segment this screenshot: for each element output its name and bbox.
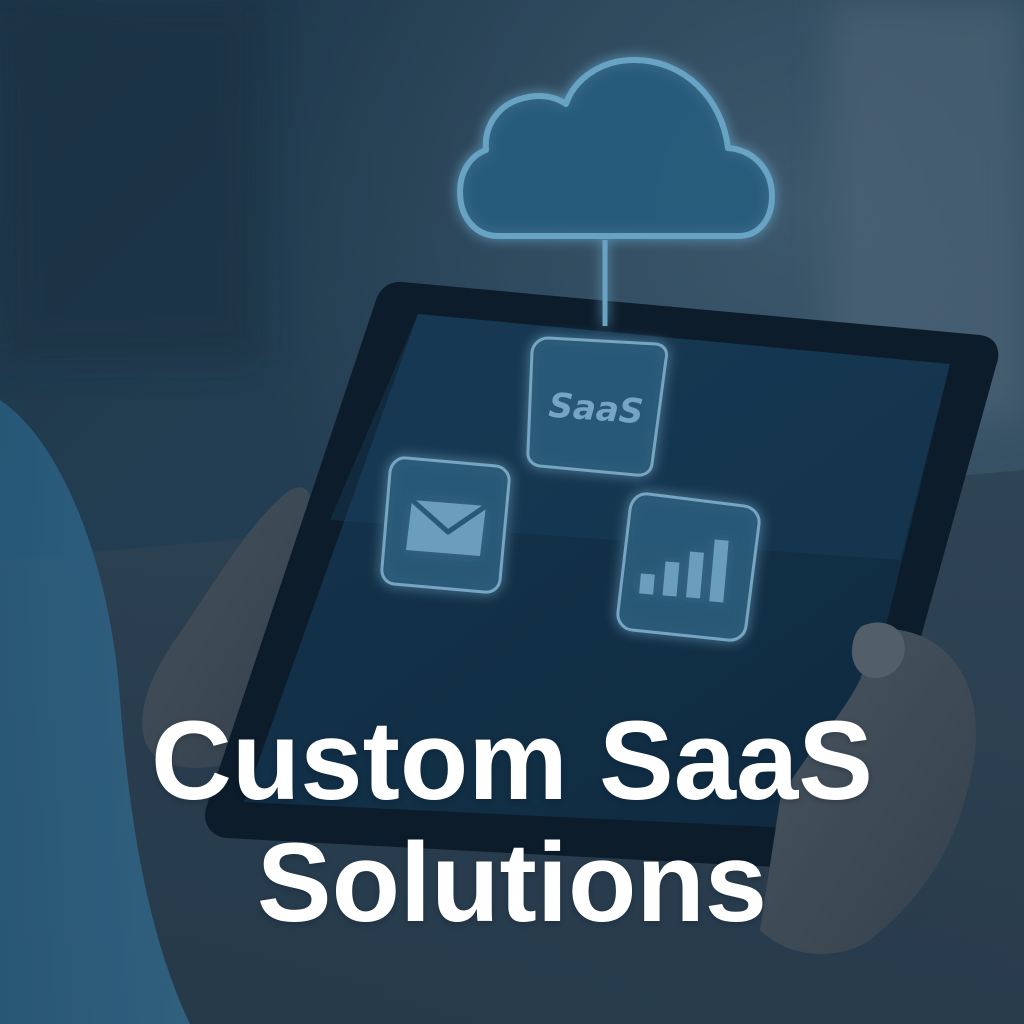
saas-icon <box>526 336 668 477</box>
saas-tile-label: SaaS <box>547 386 644 433</box>
headline-line-2: Solutions <box>256 820 768 945</box>
headline: Custom SaaS Solutions <box>0 700 1024 944</box>
bar-chart-icon <box>616 492 761 642</box>
headline-line-1: Custom SaaS <box>151 698 873 823</box>
cloud-icon <box>457 57 775 326</box>
mail-icon <box>380 456 511 594</box>
